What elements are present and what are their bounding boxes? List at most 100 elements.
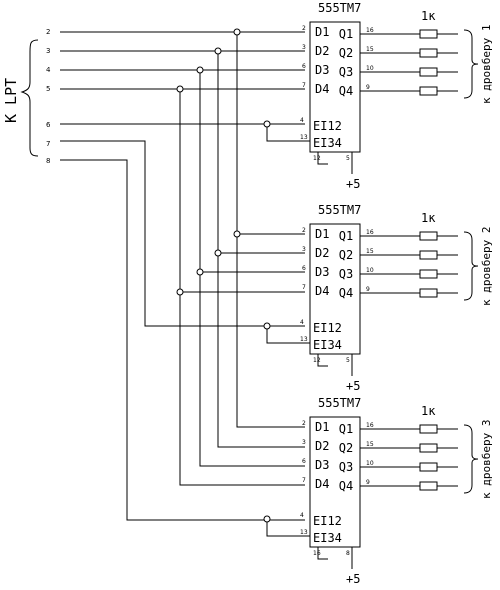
ground-pin: 12 [313,357,321,364]
chip-output-pin: 10 [366,267,374,274]
chip-input-pin: 7 [302,284,306,291]
chip-output-label: Q3 [339,460,353,474]
chip-enable-pin: 4 [300,117,304,124]
power-label: +5 [346,572,360,586]
lpt-pin-7: 7 [46,140,50,148]
chip-output-label: Q4 [339,286,353,300]
resistor [419,443,438,453]
resistor-label: 1к [421,404,436,418]
chip-input-label: D2 [315,246,329,260]
chip-output-label: Q1 [339,229,353,243]
chip-output-pin: 15 [366,46,374,53]
enable-tie-wire [266,326,310,344]
chip-output-pin: 15 [366,248,374,255]
power-label: +5 [346,177,360,191]
ground-wire [317,547,328,560]
chip-input-label: D1 [315,25,329,39]
chip-output-label: Q2 [339,46,353,60]
chip-enable-label: EI12 [313,119,342,133]
chip-input-label: D2 [315,44,329,58]
resistor-label: 1к [421,211,436,225]
enable-junction-dot [263,120,271,128]
lpt-brace [20,39,39,157]
enable-junction-dot [263,322,271,330]
chip-output-pin: 15 [366,441,374,448]
chip-output-label: Q4 [339,479,353,493]
chip-input-pin: 2 [302,227,306,234]
chip-body [309,21,361,153]
chip-enable-label: EI12 [313,321,342,335]
chip-output-pin: 16 [366,422,374,429]
ground-pin: 16 [313,550,321,557]
chip-input-pin: 3 [302,44,306,51]
lpt-label: К LPT [2,78,20,123]
enable-tie-wire [266,519,310,537]
chip-enable-label: EI12 [313,514,342,528]
resistor [419,288,438,298]
resistor [419,481,438,491]
chip-input-pin: 3 [302,246,306,253]
resistor [419,269,438,279]
chip-output-pin: 9 [366,479,370,486]
chip-input-pin: 6 [302,265,306,272]
chip-enable-pin: 13 [300,336,308,343]
junction-dots [176,28,241,296]
ground-wire [317,152,328,165]
chip-input-label: D1 [315,420,329,434]
bus-wires [60,31,305,521]
chip-input-label: D3 [315,265,329,279]
chip-input-label: D3 [315,458,329,472]
chip-output-label: Q2 [339,441,353,455]
chip-output-pin: 10 [366,460,374,467]
enable-tie-wire [266,124,310,142]
lpt-pin-3: 3 [46,47,50,55]
chip-input-label: D2 [315,439,329,453]
chip-title: 555ТМ7 [318,396,361,410]
chip-title: 555ТМ7 [318,1,361,15]
chip-output-label: Q3 [339,267,353,281]
ground-wire [317,354,328,367]
chip-output-label: Q2 [339,248,353,262]
vcc-pin: 8 [346,550,350,557]
resistor [419,424,438,434]
chip-output-pin: 16 [366,27,374,34]
lpt-pin-4: 4 [46,66,51,74]
resistor [419,48,438,58]
chip-enable-label: EI34 [313,531,342,545]
chip-input-pin: 6 [302,63,306,70]
chip-enable-label: EI34 [313,136,342,150]
chip-input-pin: 6 [302,458,306,465]
chip-enable-pin: 4 [300,512,304,519]
chip-output-pin: 10 [366,65,374,72]
chip-input-label: D4 [315,82,329,96]
chip-input-label: D1 [315,227,329,241]
chip-enable-pin: 4 [300,319,304,326]
resistor-label: 1к [421,9,436,23]
driver-label: к дровберу 3 [480,420,493,499]
resistor [419,29,438,39]
resistor [419,250,438,260]
resistor [419,462,438,472]
vcc-pin: 5 [346,357,350,364]
chip-title: 555ТМ7 [318,203,361,217]
power-label: +5 [346,379,360,393]
lpt-pin-6: 6 [46,121,51,129]
output-brace [463,29,479,99]
chip-output-label: Q1 [339,422,353,436]
chip-output-label: Q1 [339,27,353,41]
chip-output-label: Q4 [339,84,353,98]
chip-enable-label: EI34 [313,338,342,352]
ground-pin: 12 [313,155,321,162]
lpt-pin-2: 2 [46,28,50,36]
chip-body [309,223,361,355]
resistor [419,231,438,241]
lpt-pin-8: 8 [46,157,50,165]
chip-input-label: D4 [315,477,329,491]
chip-input-pin: 7 [302,477,306,484]
driver-label: к дровберу 1 [480,25,493,104]
